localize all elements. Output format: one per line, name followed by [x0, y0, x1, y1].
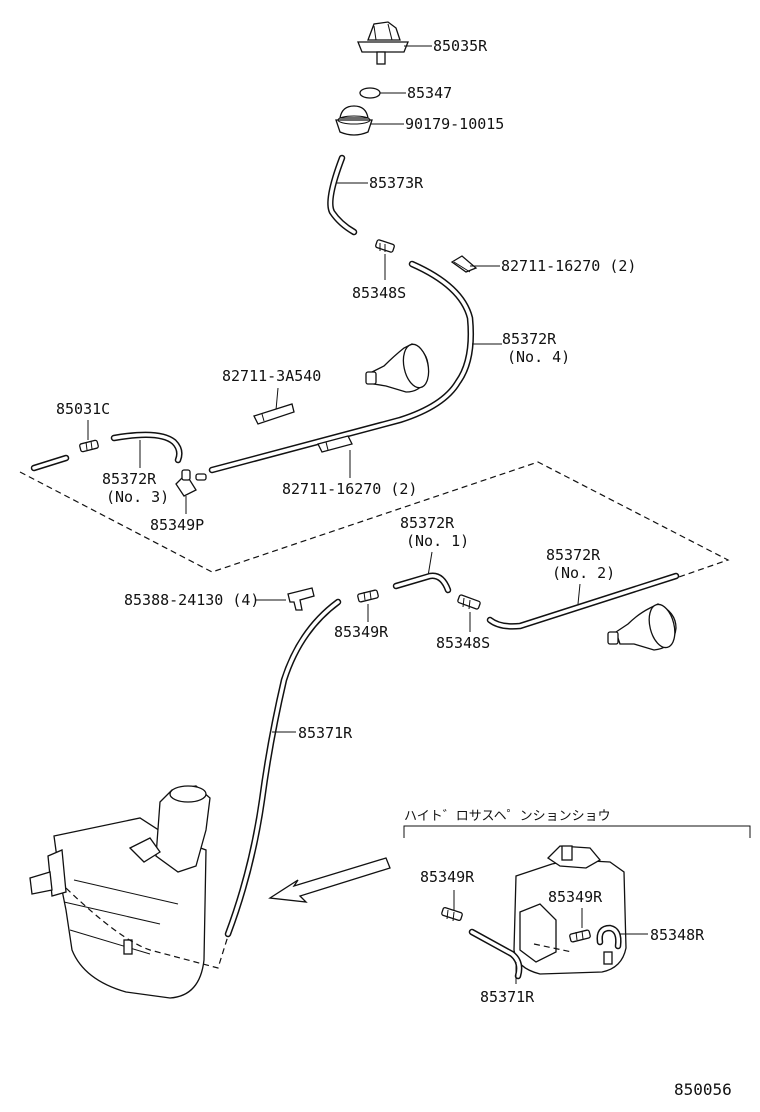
hose-boot-upper: [365, 343, 430, 393]
label-82711-16270-mid: 82711-16270 (2): [282, 480, 417, 498]
hose-85372R-no3: [110, 431, 183, 464]
label-inset-85349R-a: 85349R: [420, 868, 475, 886]
inset-joint-85349R-a: [441, 906, 463, 922]
inset-hose-85348R: [596, 924, 622, 950]
diagram-code: 850056: [674, 1080, 732, 1099]
label-no1: (No. 1): [406, 532, 469, 550]
joint-85348S-top: [375, 239, 395, 253]
label-85373R: 85373R: [369, 174, 424, 192]
label-85372R-no1: 85372R: [400, 514, 455, 532]
hose-85372R-no1: [392, 572, 452, 594]
label-85031C: 85031C: [56, 400, 110, 418]
label-85371R-main: 85371R: [298, 724, 353, 742]
label-85388-24130: 85388-24130 (4): [124, 591, 259, 609]
gasket-part: [359, 87, 381, 99]
clamp-top: [450, 255, 478, 273]
pointer-arrow: [268, 857, 391, 903]
label-90179-10015: 90179-10015: [405, 115, 504, 133]
label-inset-85349R-b: 85349R: [548, 888, 603, 906]
clip-85388: [287, 587, 315, 611]
label-82711-16270-top: 82711-16270 (2): [501, 257, 636, 275]
label-no2: (No. 2): [552, 564, 615, 582]
label-85349P: 85349P: [150, 516, 204, 534]
joint-85348S-mid: [457, 594, 481, 610]
inset-hose-85371R: [468, 928, 523, 980]
label-no3: (No. 3): [106, 488, 169, 506]
body-outline-dashed: [19, 461, 730, 579]
grommet-part: [335, 105, 373, 136]
hose-85372R-no2: [486, 572, 680, 630]
washer-nozzle-part: [357, 21, 409, 65]
label-85372R-no4: 85372R: [502, 330, 557, 348]
clamp-3A540: [253, 403, 295, 425]
joint-85349P: [175, 469, 207, 497]
check-valve-85031C: [79, 439, 99, 453]
inset-title: ハイト゛ロサスヘ゜ンションショウ: [404, 809, 611, 824]
hose-short-left: [30, 454, 70, 472]
label-85349R-mid: 85349R: [334, 623, 389, 641]
label-85348S-top: 85348S: [352, 284, 406, 302]
hose-boot-lower: [607, 603, 677, 651]
hose-85371R-main: [224, 598, 342, 938]
label-85348S-mid: 85348S: [436, 634, 490, 652]
hose-85372R-no4: [208, 260, 475, 474]
inset-joint-85349R-b: [569, 929, 591, 943]
washer-tank-main: [29, 785, 229, 999]
label-85035R: 85035R: [433, 37, 488, 55]
label-no4: (No. 4): [507, 348, 570, 366]
clamp-mid: [317, 435, 353, 453]
label-85372R-no2: 85372R: [546, 546, 601, 564]
label-inset-85371R: 85371R: [480, 988, 535, 1006]
label-inset-85348R: 85348R: [650, 926, 705, 944]
hose-85373R: [327, 154, 358, 236]
inset-bracket: [403, 825, 751, 838]
label-82711-3A540: 82711-3A540: [222, 367, 321, 385]
label-85372R-no3: 85372R: [102, 470, 157, 488]
label-85347: 85347: [407, 84, 452, 102]
joint-85349R-mid: [357, 589, 379, 603]
inset-tank: [513, 845, 627, 975]
